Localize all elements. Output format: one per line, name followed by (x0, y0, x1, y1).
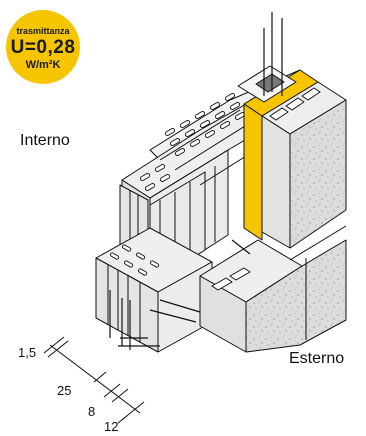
exterior-label: Esterno (289, 350, 345, 367)
exterior-cladding (199, 81, 347, 353)
badge-label: trasmittanza (16, 26, 70, 36)
interior-label: Interno (20, 132, 70, 149)
dim-plaster: 1,5 (18, 345, 37, 360)
transmittance-badge: trasmittanza U=0,28 W/m²K (6, 10, 80, 84)
dim-block: 25 (57, 383, 72, 398)
dim-insulation: 8 (88, 404, 96, 419)
dimension-lines (43, 336, 145, 424)
dim-cladding: 12 (104, 419, 119, 434)
badge-value: U=0,28 (10, 37, 76, 58)
badge-unit: W/m²K (25, 59, 61, 71)
rebars (109, 12, 283, 350)
